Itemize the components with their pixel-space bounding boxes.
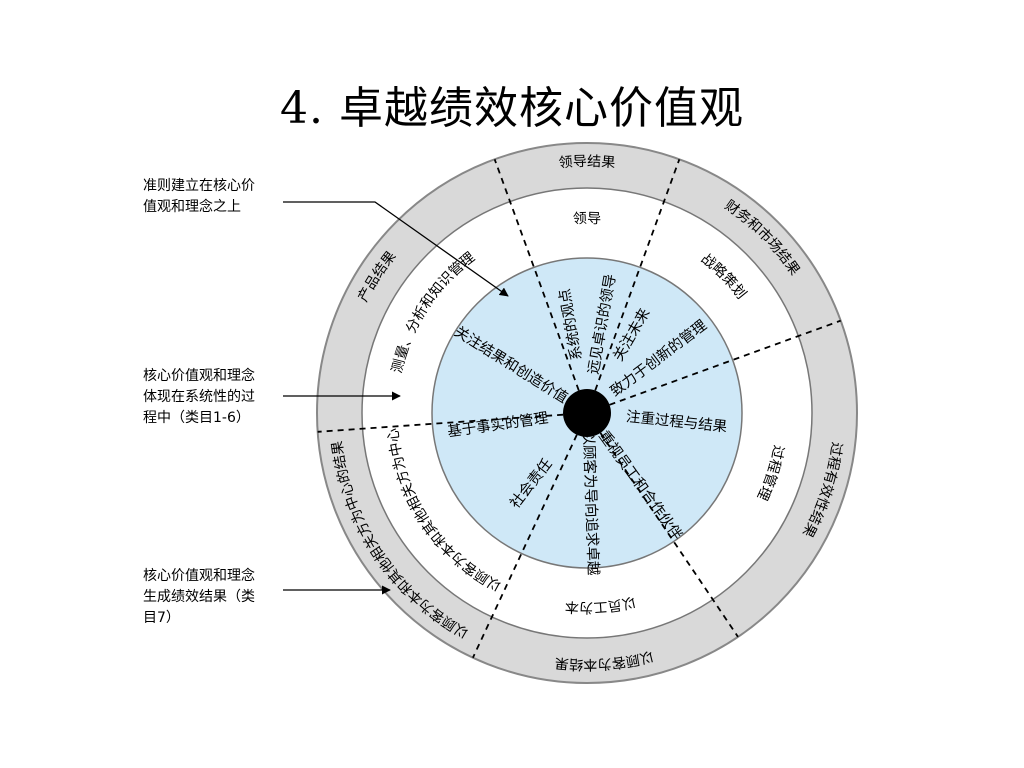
annotation-criteria-foundation: 准则建立在核心价 值观和理念之上 (143, 176, 293, 218)
sector-divider-line (599, 432, 739, 638)
sector-dividers (317, 158, 842, 659)
center-hub (563, 389, 611, 437)
annotation-line: 体现在系统性的过 (143, 389, 255, 405)
annotation-line: 目7） (143, 610, 180, 626)
sector-divider-line (594, 158, 681, 391)
annotation-line: 程中（类目1-6） (143, 410, 250, 426)
sector-divider-line (609, 319, 842, 406)
annotation-line: 值观和理念之上 (143, 199, 241, 215)
annotation-line: 核心价值观和理念 (143, 568, 255, 584)
annotation-systematic-process: 核心价值观和理念 体现在系统性的过 程中（类目1-6） (143, 366, 293, 429)
core-value-label: 以顾客为导向追求卓越 (580, 430, 602, 576)
slide-title: 4. 卓越绩效核心价值观 (280, 83, 744, 134)
annotation-line: 核心价值观和理念 (143, 368, 255, 384)
arrow-line-criteria (283, 201, 509, 297)
annotation-line: 准则建立在核心价 (143, 178, 255, 194)
annotation-performance-results: 核心价值观和理念 生成绩效结果（类 目7） (143, 566, 293, 629)
sector-divider-line (472, 434, 578, 659)
sector-divider-line (317, 413, 564, 433)
annotation-line: 生成绩效结果（类 (143, 589, 255, 605)
sector-divider-line (493, 158, 580, 391)
